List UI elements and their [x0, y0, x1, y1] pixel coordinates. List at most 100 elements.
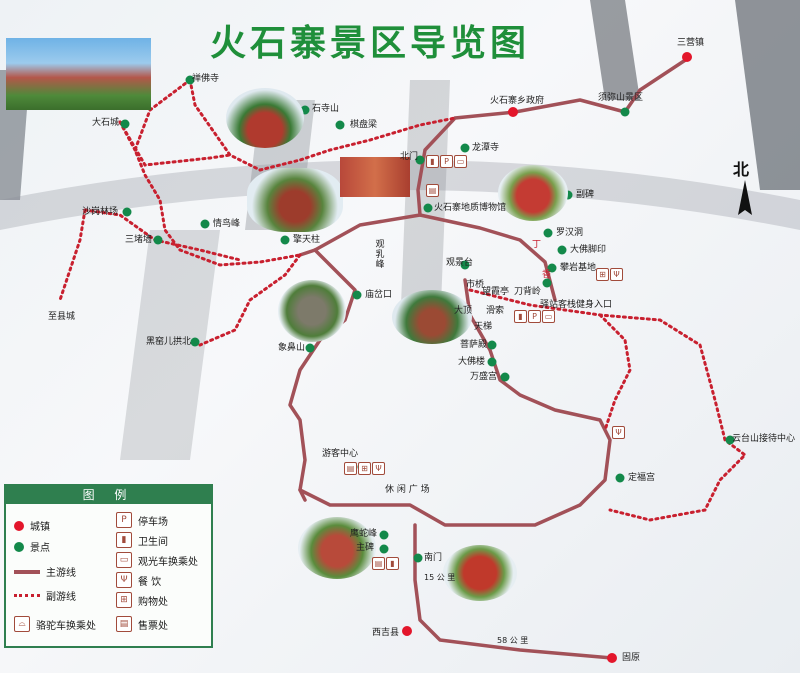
spot-label: 观乳峰	[375, 240, 385, 270]
parking-icon: P	[440, 155, 453, 168]
scenery-photo	[298, 517, 376, 579]
shadow-band	[120, 230, 220, 460]
town-label: 三营镇	[677, 38, 705, 48]
spot-label: 副碑	[576, 190, 595, 200]
shuttle-icon: ▭	[116, 552, 132, 568]
legend-item: ▭ 观光车换乘处	[116, 552, 198, 568]
legend-label: 骆驼车换乘处	[36, 620, 96, 632]
north-label: 北	[733, 160, 750, 179]
dining-icon: Ψ	[610, 268, 623, 281]
spot-label: 擎天柱	[293, 235, 321, 245]
restroom-icon: ▮	[514, 310, 527, 323]
shuttle-icon: ▭	[542, 310, 555, 323]
spot-label: 大石城	[92, 118, 120, 128]
spot-label: 禅佛寺	[192, 74, 220, 84]
spot-label: 石寺山	[312, 104, 340, 114]
spot-label: 罗汉洞	[556, 228, 584, 238]
legend-label: 售票处	[138, 620, 168, 632]
town-label: 火石寨乡政府	[490, 96, 545, 106]
legend-label: 购物处	[138, 596, 168, 608]
spot-label: 大佛脚印	[570, 245, 607, 255]
legend-item: 景点	[14, 539, 50, 554]
legend-label: 停车场	[138, 516, 168, 528]
spot-label: 游客中心	[322, 449, 359, 459]
north-arrow	[738, 180, 752, 215]
spot-dot-icon	[14, 541, 24, 552]
legend-item: ▮ 卫生间	[116, 532, 168, 548]
legend-item: 城镇	[14, 518, 50, 533]
sub-route	[58, 78, 748, 522]
spot-label: 云台山接待中心	[732, 434, 796, 444]
town-dot	[402, 626, 412, 636]
scenery-photo	[498, 165, 568, 221]
camel-cart-icon: ⌓	[14, 616, 30, 632]
ticket-icon: ▤	[344, 462, 357, 475]
legend-item: ⊞ 购物处	[116, 592, 168, 608]
spot-label: 黑窑儿拱北	[146, 337, 192, 347]
road-distance-label: 15 公 里	[424, 573, 456, 582]
road-distance-label: 58 公 里	[497, 636, 529, 645]
spot-label: 庙岔口	[365, 290, 393, 300]
shuttle-icon: ▭	[454, 155, 467, 168]
spot-label: 主碑	[356, 543, 375, 553]
spot-label: 火石寨地质博物馆	[434, 203, 507, 213]
town-dot	[607, 653, 617, 663]
scenery-photo	[6, 38, 151, 110]
legend-label: 观光车换乘处	[138, 556, 198, 568]
spot-label: 龙潭寺	[472, 143, 500, 153]
spot-label: 市桥	[466, 280, 485, 290]
map-title: 火石寨景区导览图	[210, 22, 531, 64]
legend-item: ▤ 售票处	[116, 616, 168, 632]
legend-item: ⌓ 骆驼车换乘处	[14, 616, 96, 632]
scenery-photo	[247, 168, 343, 232]
scenery-photo	[278, 280, 346, 342]
scenery-photo	[340, 157, 410, 197]
spot-label: 天梯	[474, 322, 493, 332]
shadow-band	[735, 0, 800, 190]
spot-label: 象鼻山	[278, 343, 306, 353]
shopping-icon: ⊞	[116, 592, 132, 608]
town-label: 固原	[622, 653, 641, 663]
shadow-band	[590, 0, 640, 100]
legend-item: 主游线	[14, 564, 76, 579]
parking-icon: P	[116, 512, 132, 528]
facility-icons: ▤ ▮	[372, 557, 399, 570]
spot-label: 香	[542, 270, 552, 280]
legend-label: 卫生间	[138, 536, 168, 548]
legend-label: 餐 饮	[138, 576, 162, 588]
ticket-icon: ▤	[116, 616, 132, 632]
legend-label: 城镇	[30, 522, 50, 533]
restroom-icon: ▮	[116, 532, 132, 548]
spot-label: 丁	[532, 240, 542, 250]
spot-label: 棋盘梁	[350, 120, 378, 130]
legend-heading: 图 例	[6, 486, 211, 504]
spot-label: 休 闲 广 场	[385, 485, 430, 495]
spot-label: 大佛楼	[458, 357, 486, 367]
spot-label: 刀背岭	[514, 287, 542, 297]
town-dot-icon	[14, 520, 24, 531]
shopping-icon: ⊞	[596, 268, 609, 281]
spot-label: 驿站客栈健身入口	[540, 300, 613, 310]
main-route-icon	[14, 569, 40, 574]
shadow-band	[0, 160, 800, 230]
facility-icons: ⊞ Ψ	[596, 268, 623, 281]
spot-label: 沙岗林场	[82, 207, 119, 217]
spot-label: 三堵墙	[125, 235, 153, 245]
spot-label: 菩萨殿	[460, 340, 488, 350]
legend-label: 副游线	[46, 592, 76, 603]
spot-markers	[120, 75, 735, 563]
spot-label: 情鸟峰	[213, 219, 241, 229]
ticket-icon: ▤	[372, 557, 385, 570]
dining-icon: Ψ	[612, 426, 625, 439]
spot-label: 大顶	[454, 306, 473, 316]
parking-icon: P	[528, 310, 541, 323]
shopping-icon: ⊞	[358, 462, 371, 475]
restroom-icon: ▮	[386, 557, 399, 570]
scenery-photo	[443, 545, 517, 601]
scenery-photo	[392, 290, 472, 344]
spot-label: 攀岩基地	[560, 263, 597, 273]
town-dot	[508, 107, 518, 117]
town-label: 西吉县	[372, 628, 400, 638]
legend-item: Ψ 餐 饮	[116, 572, 161, 588]
legend-panel: 图 例 城镇 景点 主游线 副游线 ⌓ 骆驼车换乘处 P 停车场 ▮ 卫生间	[4, 484, 213, 648]
